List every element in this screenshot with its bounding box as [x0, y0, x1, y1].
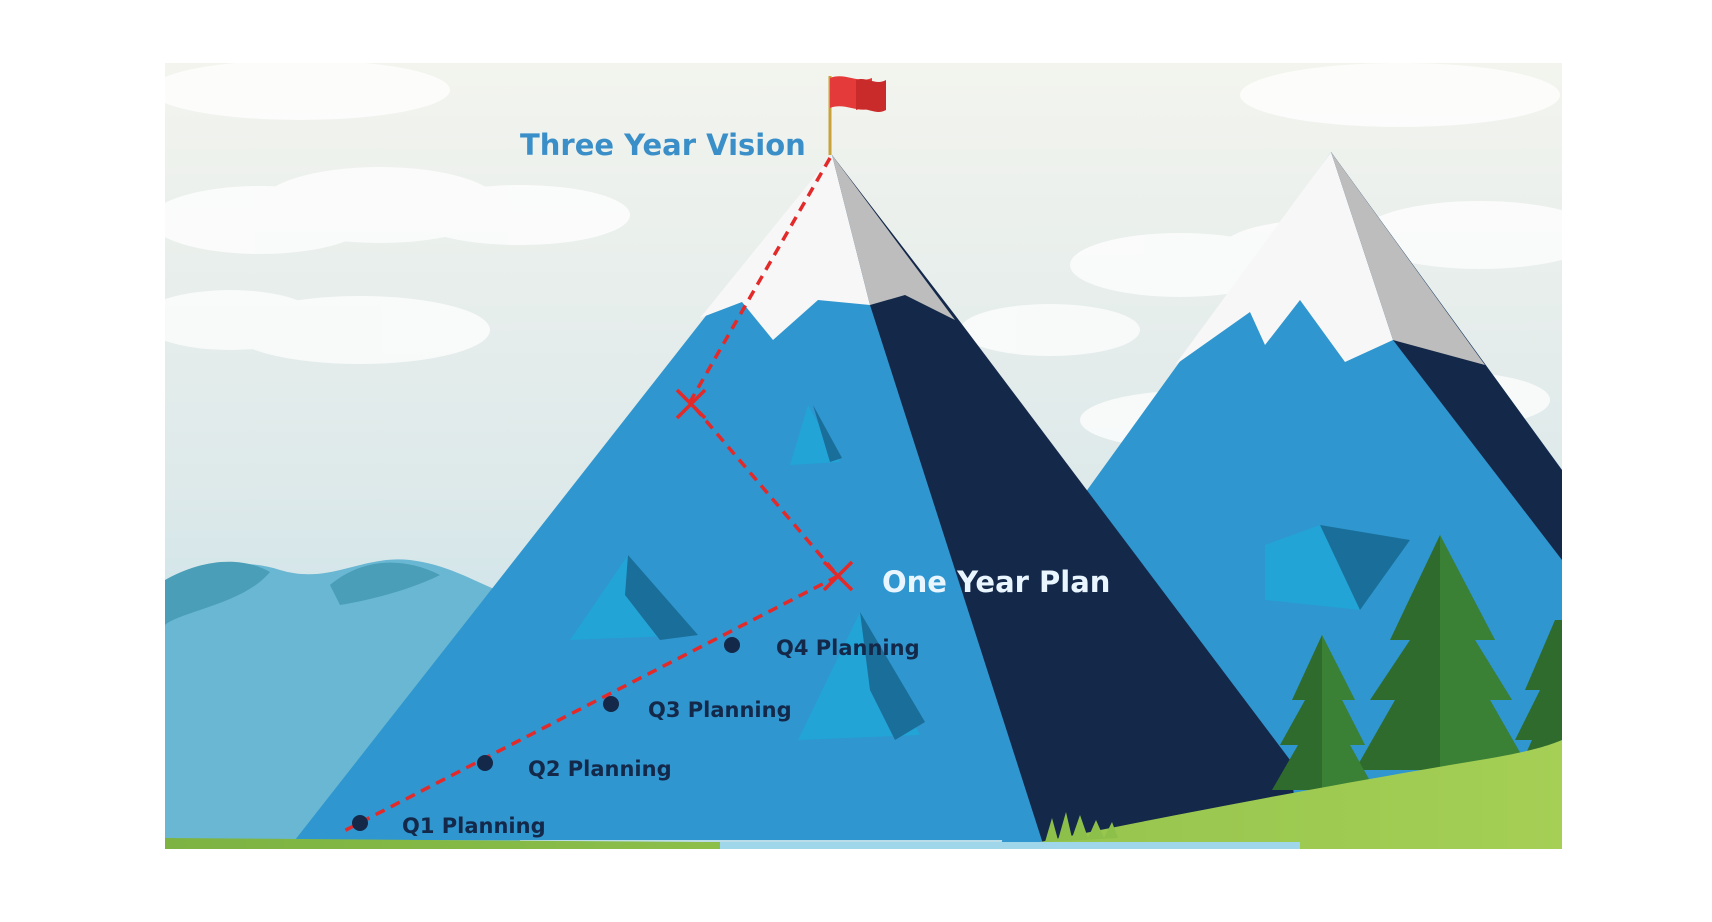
q1-dot	[352, 815, 368, 831]
q3-dot	[603, 696, 619, 712]
one-year-plan-label: One Year Plan	[882, 565, 1110, 599]
q2-planning-label: Q2 Planning	[528, 757, 672, 781]
q2-dot	[477, 755, 493, 771]
q4-planning-label: Q4 Planning	[776, 636, 920, 660]
three-year-vision-label: Three Year Vision	[520, 128, 806, 162]
q1-planning-label: Q1 Planning	[402, 814, 546, 838]
q4-dot	[724, 637, 740, 653]
water-strip	[720, 842, 1300, 850]
q3-planning-label: Q3 Planning	[648, 698, 792, 722]
